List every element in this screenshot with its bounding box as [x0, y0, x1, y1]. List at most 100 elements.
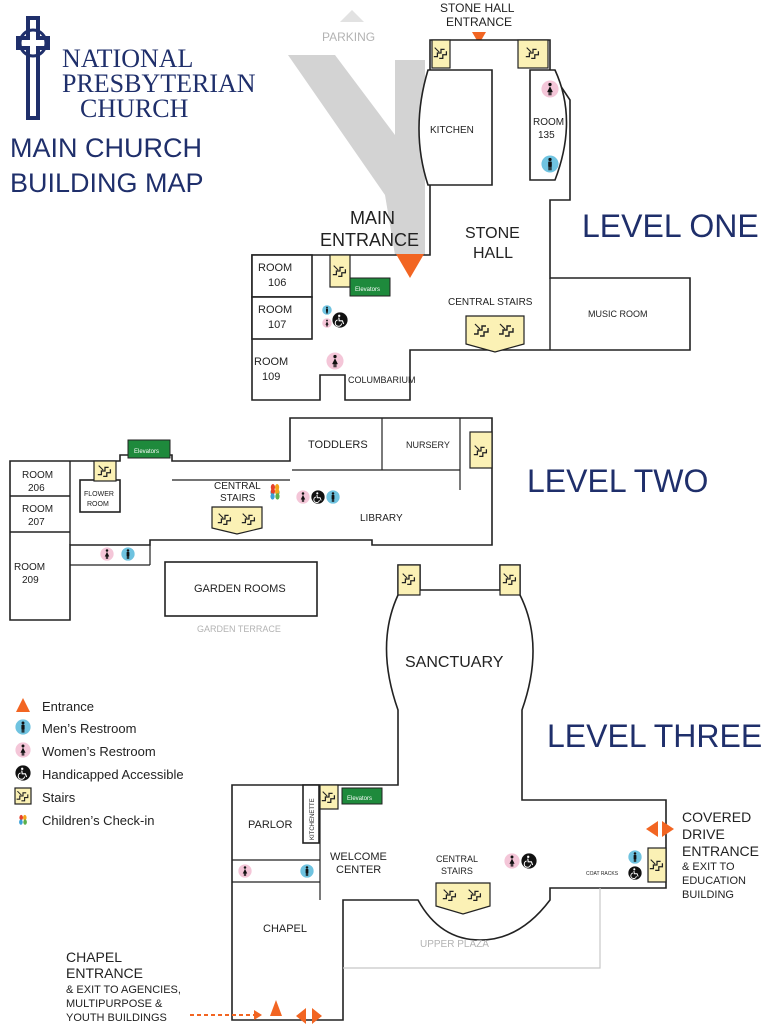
- elevators-label: Elevators: [134, 449, 159, 455]
- chapel-entrance-label-2: ENTRANCE: [66, 965, 143, 981]
- covered-drive-label-6: BUILDING: [682, 889, 734, 901]
- elevators-label: Elevators: [347, 796, 372, 802]
- stone-hall-label-2: HALL: [473, 245, 513, 262]
- nursery-label: NURSERY: [406, 440, 450, 450]
- room-207-label-1: ROOM: [22, 504, 53, 515]
- room-135-label-1: ROOM: [533, 117, 564, 128]
- stone-hall-entrance-label-1: STONE HALL: [440, 1, 515, 15]
- covered-drive-label-3: ENTRANCE: [682, 843, 759, 859]
- parking-label: PARKING: [322, 30, 375, 44]
- central-stairs-level-three: [435, 882, 491, 915]
- room-106-label-1: ROOM: [258, 262, 292, 274]
- womens-restroom-icon: [504, 853, 520, 869]
- stone-hall-entrance-marker-icon: [472, 32, 486, 44]
- room-206-label-1: ROOM: [22, 470, 53, 481]
- coat-racks-label: COAT RACKS: [586, 871, 619, 877]
- central-stairs-level-one: [465, 315, 525, 353]
- mens-restroom-icon: [15, 719, 31, 735]
- upper-plaza-label: UPPER PLAZA: [420, 939, 489, 950]
- central-stairs-label-2: STAIRS: [220, 493, 256, 504]
- accessible-icon: [311, 490, 325, 504]
- kitchen-label: KITCHEN: [430, 125, 474, 136]
- parlor-label: PARLOR: [248, 819, 292, 831]
- stairs-sanctuary-left: [397, 564, 421, 596]
- parking-arrow-icon: [340, 10, 364, 22]
- org-name-line1: NATIONAL: [62, 44, 193, 73]
- celtic-cross-icon: [16, 16, 50, 120]
- garden-rooms: [164, 561, 318, 617]
- elevators-level-three: [341, 787, 383, 805]
- accessible-icon: [15, 765, 31, 781]
- womens-restroom-icon: [322, 318, 332, 328]
- room-109-label-1: ROOM: [254, 356, 288, 368]
- org-name-line2: PRESBYTERIAN: [62, 69, 256, 98]
- main-entrance-label-2: ENTRANCE: [320, 230, 419, 250]
- room-207-label-2: 207: [28, 517, 45, 528]
- main-entrance-marker-icon: [396, 254, 424, 278]
- mens-restroom-icon: [322, 305, 332, 315]
- womens-restroom-icon: [541, 80, 559, 98]
- level-one-outline: [251, 39, 691, 401]
- welcome-center-label-2: CENTER: [336, 864, 381, 876]
- chapel-entrance-label-3: & EXIT TO AGENCIES,: [66, 984, 181, 996]
- legend-womens-label: Women’s Restroom: [42, 744, 156, 759]
- room-107: [251, 296, 313, 340]
- sanctuary-label: SANCTUARY: [405, 654, 504, 671]
- stairs-stone-hall-left: [431, 39, 451, 69]
- music-room-label: MUSIC ROOM: [588, 309, 648, 319]
- flower-room-label-1: FLOWER: [84, 491, 114, 498]
- room-107-label-1: ROOM: [258, 304, 292, 316]
- covered-drive-label-1: COVERED: [682, 809, 751, 825]
- room-109-label-2: 109: [262, 371, 280, 383]
- accessible-icon: [628, 866, 642, 880]
- covered-drive-label-2: DRIVE: [682, 826, 725, 842]
- kitchenette-label: KITCHENETTE: [310, 798, 316, 840]
- womens-restroom-icon: [326, 352, 344, 370]
- legend-mens-label: Men’s Restroom: [42, 721, 136, 736]
- chapel-entrance-marker-icon: [270, 1000, 282, 1016]
- central-stairs-label-2: STAIRS: [441, 866, 473, 876]
- chapel-entrance-label-5: YOUTH BUILDINGS: [66, 1012, 167, 1024]
- womens-restroom-icon: [238, 864, 252, 878]
- elevators-level-two: [127, 439, 171, 459]
- chapel-exit-left-icon: [296, 1008, 306, 1024]
- welcome-center-label-1: WELCOME: [330, 851, 387, 863]
- central-stairs-label-1: CENTRAL: [436, 854, 478, 864]
- org-name-line3: CHURCH: [80, 94, 189, 123]
- central-stairs-label: CENTRAL STAIRS: [448, 297, 533, 308]
- room-209-label-1: ROOM: [14, 562, 45, 573]
- mens-restroom-icon: [541, 155, 559, 173]
- elevators-label: Elevators: [355, 287, 380, 293]
- level-three-outline: [231, 564, 667, 1021]
- mens-restroom-icon: [121, 547, 135, 561]
- legend-childrens-label: Children’s Check-in: [42, 813, 154, 828]
- level-one-heading: LEVEL ONE: [582, 208, 759, 244]
- level-three-floorplan: SANCTUARY PARLOR KITCHENETTE Elevators W…: [190, 564, 674, 1024]
- elevators-level-one: [349, 277, 391, 297]
- garden-rooms-label: GARDEN ROOMS: [194, 583, 286, 595]
- stairs-sanctuary-right: [499, 564, 521, 596]
- level-one-floorplan: PARKING STONE HALL ENTRANCE KITCHEN ROOM…: [251, 1, 691, 401]
- room-206-label-2: 206: [28, 483, 45, 494]
- flower-room: [79, 479, 121, 513]
- central-stairs-label-1: CENTRAL: [214, 481, 261, 492]
- entrance-triangle-icon: [16, 698, 30, 712]
- main-entrance-label-1: MAIN: [350, 208, 395, 228]
- map-legend: Entrance Men’s Restroom Women’s Restroom…: [14, 698, 184, 828]
- room-106-label-2: 106: [268, 277, 286, 289]
- stairs-stone-hall-right: [517, 39, 549, 69]
- legend-entrance-label: Entrance: [42, 699, 94, 714]
- accessible-icon: [332, 312, 348, 328]
- map-title-line1: MAIN CHURCH: [10, 133, 202, 163]
- chapel-entrance-label-1: CHAPEL: [66, 949, 122, 965]
- chapel-exit-right-icon: [312, 1008, 322, 1024]
- level-three-heading: LEVEL THREE: [547, 718, 762, 754]
- kitchen-room: [418, 69, 493, 186]
- kitchenette-room: [302, 784, 320, 844]
- womens-restroom-icon: [296, 490, 310, 504]
- childrens-checkin-icon: [19, 814, 27, 825]
- central-stairs-level-two: [211, 506, 263, 535]
- columbarium-label: COLUMBARIUM: [348, 375, 416, 385]
- level-two-heading: LEVEL TWO: [527, 463, 708, 499]
